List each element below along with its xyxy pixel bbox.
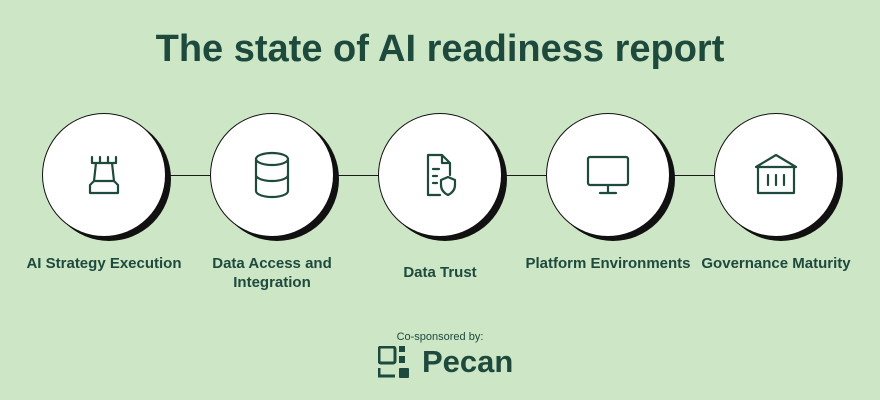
database-icon [210, 113, 334, 237]
sponsor-label: Co-sponsored by: [396, 331, 484, 343]
page-title: The state of AI readiness report [155, 28, 725, 70]
document-shield-icon [378, 113, 502, 237]
pecan-logo-icon [378, 346, 409, 378]
chess-rook-icon [42, 113, 166, 237]
step-label: Platform Environments [525, 255, 691, 272]
monitor-icon [546, 113, 670, 237]
step-label: AI Strategy Execution [26, 255, 182, 272]
step-label: Data Trust [403, 264, 477, 281]
pecan-logo: Pecan [378, 344, 513, 380]
step-label: Governance Maturity [701, 255, 851, 272]
step-label: Data Access and Integration [212, 255, 332, 291]
bank-building-icon [714, 113, 838, 237]
sponsor-name: Pecan [422, 344, 514, 379]
